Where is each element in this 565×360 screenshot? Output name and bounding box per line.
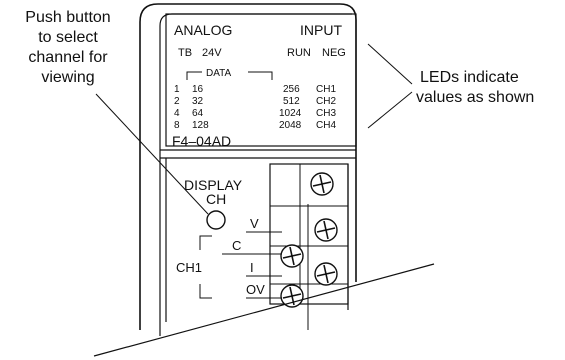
led-label-24v: 24V <box>202 47 222 59</box>
terminal-screw-1[interactable] <box>310 172 334 196</box>
led-label-neg: NEG <box>322 47 346 59</box>
led-row-1-value: 16 <box>192 84 204 95</box>
mounting-surface-line <box>93 263 435 357</box>
push-button-callout-line-2: to select <box>38 29 98 46</box>
led-value-table: 1 16 256 CH1 2 32 512 CH2 4 64 1024 CH3 … <box>174 84 336 131</box>
leds-leader-line-lower <box>367 91 413 129</box>
led-row-4-high: 2048 <box>279 120 302 131</box>
led-row-3-bit: 4 <box>174 108 180 119</box>
ch-label: CH <box>206 191 226 207</box>
ch1-bracket-bottom <box>199 284 212 299</box>
v-terminal-label: V <box>250 216 259 231</box>
leds-callout: LEDs indicate values as shown <box>367 43 534 129</box>
led-row-2-channel: CH2 <box>316 96 336 107</box>
led-row-3-value: 64 <box>192 108 204 119</box>
led-row-4-value: 128 <box>192 120 209 131</box>
channel-select-button[interactable] <box>206 210 226 230</box>
analog-label: ANALOG <box>174 22 232 38</box>
c-terminal-label: C <box>232 238 241 253</box>
led-row-2-value: 32 <box>192 96 204 107</box>
leds-callout-line-1: LEDs indicate <box>420 69 519 86</box>
led-row-2-bit: 2 <box>174 96 180 107</box>
leds-callout-line-2: values as shown <box>416 89 534 106</box>
ch1-bracket-top <box>199 235 212 250</box>
data-bracket <box>186 71 273 80</box>
led-row-1-channel: CH1 <box>316 84 336 95</box>
terminal-screw-5[interactable] <box>280 284 304 308</box>
ch1-label: CH1 <box>176 260 202 275</box>
push-button-leader-line <box>95 93 209 215</box>
i-terminal-label: I <box>250 260 254 275</box>
led-row-4-channel: CH4 <box>316 120 336 131</box>
terminal-screw-3[interactable] <box>280 244 304 268</box>
ov-terminal-label: OV <box>246 282 265 297</box>
display-label: DISPLAY <box>184 177 243 193</box>
led-row-2-high: 512 <box>283 96 300 107</box>
led-row-3-high: 1024 <box>279 108 302 119</box>
terminal-screw-4[interactable] <box>314 262 338 286</box>
led-label-run: RUN <box>287 47 311 59</box>
led-row-1-bit: 1 <box>174 84 180 95</box>
model-number: F4–04AD <box>172 133 231 149</box>
led-label-tb: TB <box>178 47 192 59</box>
terminal-labels: V C I OV CH1 <box>176 216 282 299</box>
led-row-4-bit: 8 <box>174 120 180 131</box>
led-row-1-high: 256 <box>283 84 300 95</box>
data-label: DATA <box>206 68 232 79</box>
push-button-callout: Push button to select channel for viewin… <box>25 9 209 215</box>
leds-leader-line-upper <box>367 43 413 85</box>
led-row-3-channel: CH3 <box>316 108 336 119</box>
input-label: INPUT <box>300 22 342 38</box>
push-button-callout-line-1: Push button <box>25 9 110 26</box>
push-button-callout-line-4: viewing <box>41 69 94 86</box>
push-button-callout-line-3: channel for <box>28 49 108 66</box>
label-panel <box>165 13 357 147</box>
terminal-screw-2[interactable] <box>314 218 338 242</box>
